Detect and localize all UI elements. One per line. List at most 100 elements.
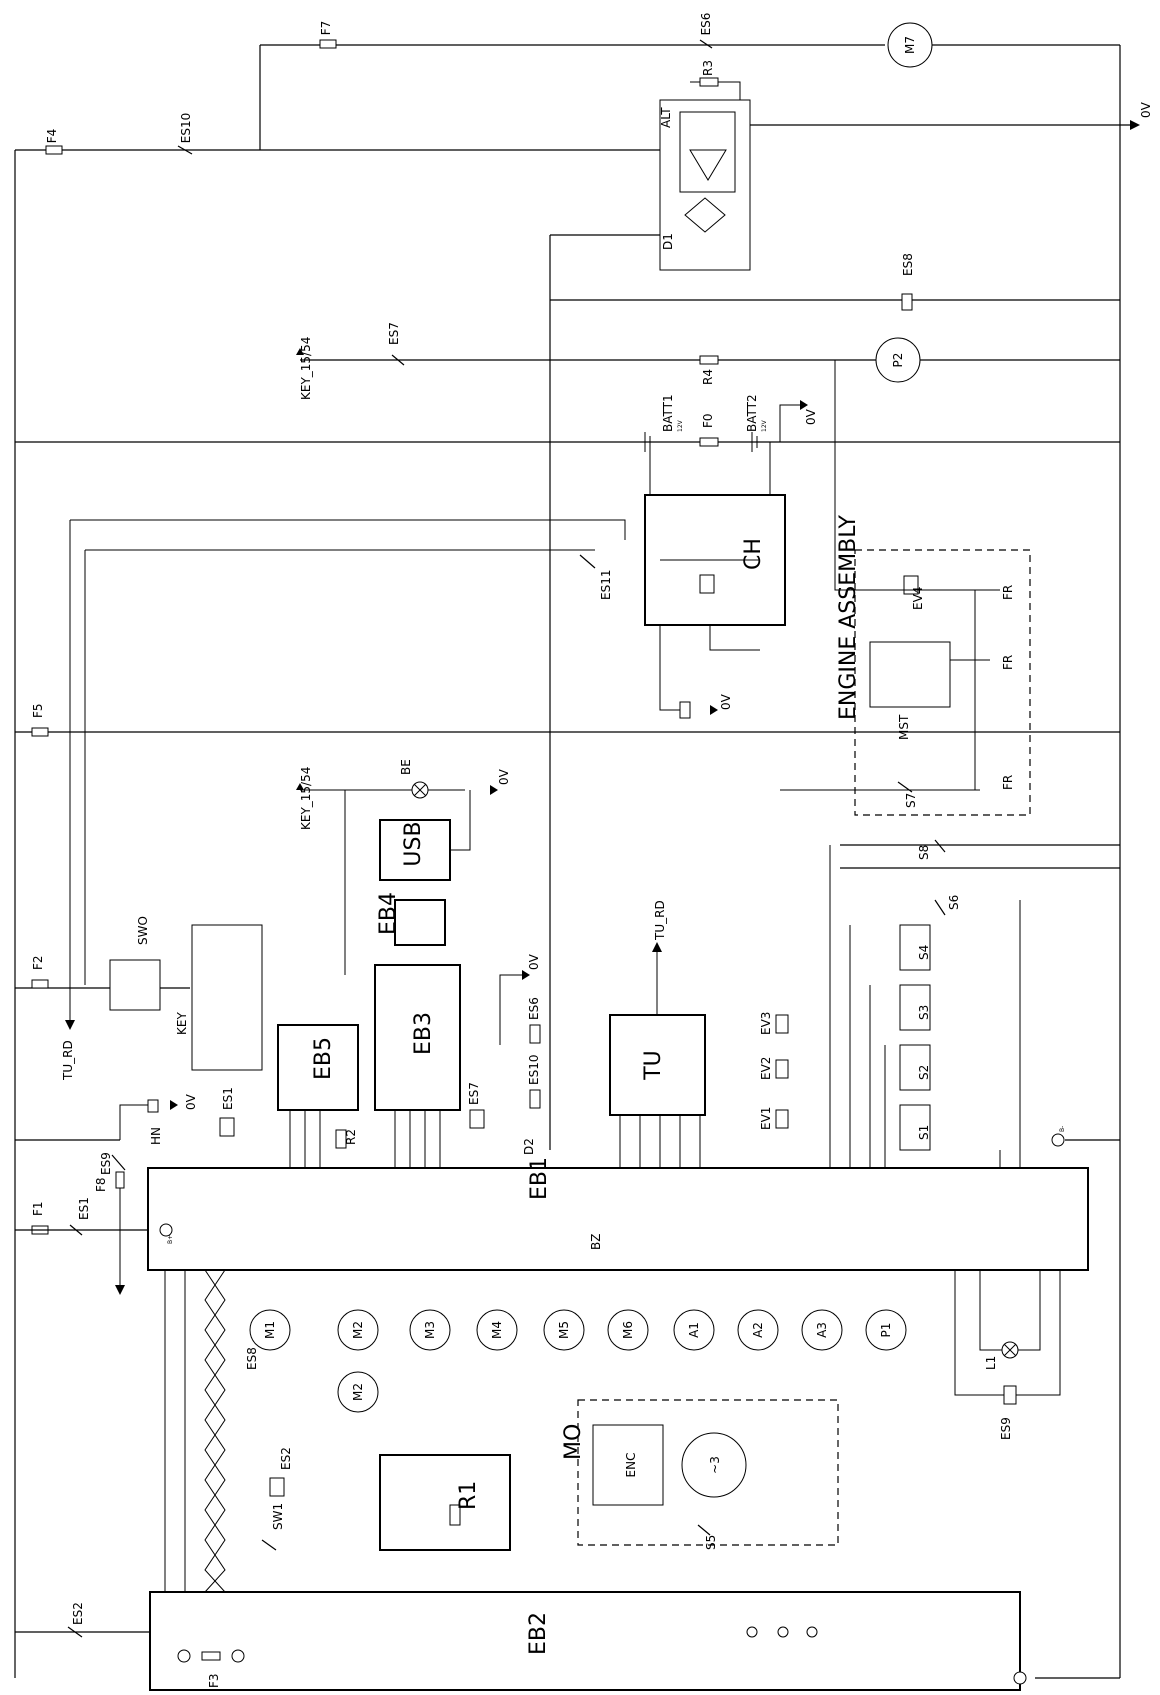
eb5-label: EB5 (311, 1037, 336, 1080)
usb-label: USB (401, 821, 426, 866)
s2-label: S2 (917, 1065, 931, 1080)
swo-label: SWO (136, 916, 150, 945)
es9-left-label: ES9 (99, 1152, 113, 1175)
s1-label: S1 (917, 1125, 931, 1140)
es2-left-label: ES2 (71, 1602, 85, 1625)
batt1-label: BATT1 (661, 394, 675, 432)
key-15-54-mid-label: KEY_15/54 (299, 767, 313, 830)
fr-label-1: FR (1001, 585, 1015, 600)
horn-hn: HN 0V (119, 1093, 198, 1145)
f3-label: F3 (207, 1673, 221, 1688)
p2-pump: P2 (875, 337, 921, 383)
eb1-label: EB1 (527, 1157, 552, 1200)
f7-fuse: F7 (319, 21, 337, 49)
s3-label: S3 (917, 1005, 931, 1020)
es1-left-label: ES1 (77, 1197, 91, 1220)
s6-label: S6 (947, 895, 961, 910)
ev4-label: EV4 (911, 587, 925, 610)
f2-fuse: F2 TU_RD (31, 955, 75, 1081)
s8-label: S8 (917, 845, 931, 860)
m5-label: M5 (557, 1321, 571, 1339)
zero-v-hn-label: 0V (184, 1093, 198, 1110)
es8-top-label: ES8 (901, 253, 915, 276)
eb4-connector: EB4 (376, 892, 446, 946)
eb3-label: EB3 (411, 1012, 436, 1055)
ch-label: CH (741, 538, 766, 570)
engine-assembly: ENGINE ASSEMBLY EV4 MST FR FR FR S7 (780, 360, 1031, 816)
l1-label: L1 (984, 1356, 998, 1370)
es1-top-fuse: ES1 (219, 1087, 235, 1137)
ev3-label: EV3 (759, 1012, 773, 1035)
hn-label: HN (149, 1127, 163, 1145)
eb2-board: EB2 F3 (149, 1591, 1027, 1691)
fr-label-3: FR (1001, 775, 1015, 790)
f4-fuse: F4 (45, 129, 63, 155)
es8-top-fuse: ES8 (901, 253, 915, 311)
tu-rd-right-label: TU_RD (653, 900, 667, 941)
es9-right-label: ES9 (999, 1417, 1013, 1440)
zero-v-be-label: 0V (497, 768, 511, 785)
alternator-block: ALT D1 R3 (659, 60, 751, 271)
eb1-top-pin-wires (289, 845, 1021, 1168)
s4-label: S4 (917, 945, 931, 960)
es9-left-switch: ES9 (99, 1152, 126, 1175)
ev1-label: EV1 (759, 1107, 773, 1130)
m7-motor: M7 (887, 22, 933, 68)
tu-label: TU (641, 1050, 666, 1081)
a1-label: A1 (687, 1322, 701, 1338)
es2-fuse: ES2 (269, 1447, 293, 1497)
sw1-switch: SW1 (261, 1503, 285, 1551)
f5-fuse: F5 (31, 703, 49, 737)
main-rails (14, 44, 1135, 1679)
es11-switch: ES11 (69, 519, 626, 1020)
es6-mid-label: ES6 (527, 997, 541, 1020)
l1-lamp: L1 ES9 (954, 1270, 1061, 1440)
m6-label: M6 (621, 1321, 635, 1339)
can-bus-twisted-pair (164, 1269, 226, 1593)
fr-label-2: FR (1001, 655, 1015, 670)
be-label: BE (399, 759, 413, 775)
p1-label: P1 (879, 1323, 893, 1338)
zero-v-es6-label: 0V (527, 953, 541, 970)
mo-label: MO (561, 1424, 586, 1460)
ev-valves: EV3 EV2 EV1 (759, 1012, 789, 1130)
es6-top-label: ES6 (699, 13, 713, 36)
be-lamp: BE 0V (399, 759, 511, 799)
m7-label: M7 (903, 36, 917, 54)
a3-label: A3 (815, 1322, 829, 1338)
es1-right-label: ES1 (221, 1087, 235, 1110)
batt2-label: BATT2 (745, 394, 759, 432)
es10-middle-fuse: ES10 D2 (522, 1055, 541, 1155)
eb1-bminus-label: B- (1059, 1126, 1066, 1132)
s5-label: S5 (704, 1535, 718, 1550)
m2a-label: M2 (351, 1321, 365, 1339)
a2-label: A2 (751, 1322, 765, 1338)
enc-label: ENC (624, 1453, 638, 1478)
r3-label: R3 (701, 60, 715, 76)
usb-box: USB (344, 790, 471, 975)
eb3-module: EB3 ES7 (374, 964, 485, 1129)
es8-left-label: ES8 (245, 1347, 259, 1370)
engine-assembly-label: ENGINE ASSEMBLY (836, 514, 861, 720)
f7-label: F7 (319, 21, 333, 36)
r4-label: R4 (701, 369, 715, 385)
r1-label: R1 (456, 1481, 481, 1510)
zero-v-batt-label: 0V (804, 408, 818, 425)
es11-label: ES11 (599, 570, 613, 600)
f5-label: F5 (31, 703, 45, 718)
m3-label: M3 (423, 1321, 437, 1339)
m4-label: M4 (490, 1321, 504, 1339)
r4-resistor: R4 (699, 355, 719, 385)
battery-block: BATT1 12V F0 BATT2 12V 0V (644, 394, 818, 452)
es8-left: ES8 (245, 1347, 259, 1370)
f4-label: F4 (45, 129, 59, 144)
key-15-54-top-label: KEY_15/54 (299, 337, 313, 400)
es7-mid-label: ES7 (467, 1082, 481, 1105)
es10-top-label: ES10 (179, 113, 193, 143)
es6-middle-fuse: ES6 0V (499, 953, 541, 1045)
eb4-label: EB4 (376, 892, 401, 935)
eb1-board: EB1 BZ B+ B- (147, 1126, 1089, 1271)
es6-switch-top: ES6 (699, 13, 713, 49)
charger-ch: CH 0V (644, 442, 786, 719)
